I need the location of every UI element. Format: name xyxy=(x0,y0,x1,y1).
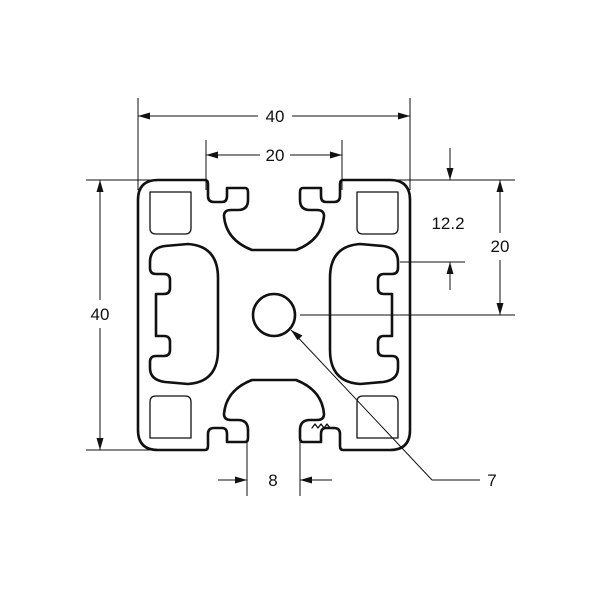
profile-outer-contour xyxy=(136,178,412,452)
extension-lines xyxy=(86,98,515,496)
overall-width-label: 40 xyxy=(266,107,285,126)
center-bore-label: 7 xyxy=(487,471,496,490)
dimension-overall-width: 40 xyxy=(138,107,410,126)
overall-height-label: 40 xyxy=(91,305,110,324)
slot-serrations xyxy=(311,423,331,429)
slot-spacing-label: 20 xyxy=(266,146,285,165)
slot-depth-label: 12.2 xyxy=(431,214,464,233)
profile-cross-section xyxy=(136,178,412,452)
dimension-slot-opening: 8 xyxy=(218,471,332,490)
corner-pocket-bottom-right xyxy=(356,395,399,439)
dimension-slot-depth: 12.2 xyxy=(431,148,465,290)
corner-pocket-top-left xyxy=(149,191,192,235)
corner-pocket-bottom-left xyxy=(149,395,192,439)
dimension-overall-height: 40 xyxy=(91,180,110,450)
right-slot-cavity xyxy=(328,242,400,386)
slot-opening-label: 8 xyxy=(268,471,277,490)
dimension-slot-spacing: 20 xyxy=(206,146,342,165)
corner-pocket-top-right xyxy=(356,191,399,235)
center-bore-circle xyxy=(251,292,297,338)
dimension-center-bore: 7 xyxy=(290,329,497,490)
left-slot-cavity xyxy=(148,242,220,386)
half-height-label: 20 xyxy=(491,237,510,256)
dimension-half-height: 20 xyxy=(491,180,510,315)
